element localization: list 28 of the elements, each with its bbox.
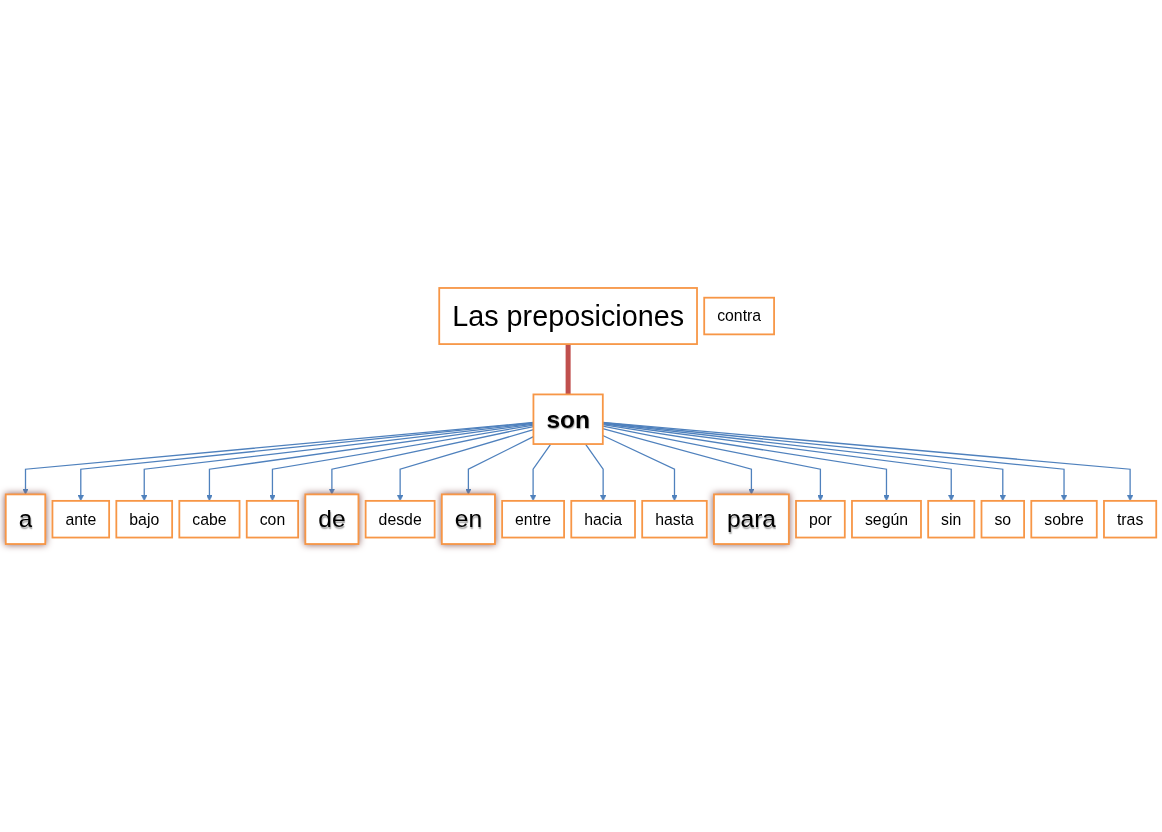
node-box: en (440, 493, 496, 545)
node-box: con (245, 499, 300, 539)
node-box: ante (51, 499, 111, 539)
node-box: Las preposiciones (438, 287, 698, 345)
node-box: sobre (1030, 499, 1098, 539)
arrow (602, 434, 678, 502)
arrow (602, 424, 890, 502)
node-box: son (532, 393, 604, 445)
arrow (584, 443, 607, 502)
arrow (529, 443, 552, 502)
node-box: hasta (641, 499, 708, 539)
node-box: a (4, 493, 47, 545)
arrow (602, 428, 755, 495)
arrow (602, 425, 824, 502)
node-box: entre (501, 499, 565, 539)
node-box: hacia (570, 499, 636, 539)
node-box: por (795, 499, 846, 539)
node-box: para (713, 493, 790, 545)
node-box: desde (364, 499, 436, 539)
node-box: según (851, 499, 922, 539)
node-box: so (980, 499, 1025, 539)
node-box: bajo (115, 499, 174, 539)
node-box: tras (1103, 499, 1158, 539)
node-box: contra (703, 296, 775, 336)
node-box: cabe (178, 499, 241, 539)
node-box: de (304, 493, 360, 545)
connector (565, 344, 571, 395)
node-box: sin (927, 499, 976, 539)
